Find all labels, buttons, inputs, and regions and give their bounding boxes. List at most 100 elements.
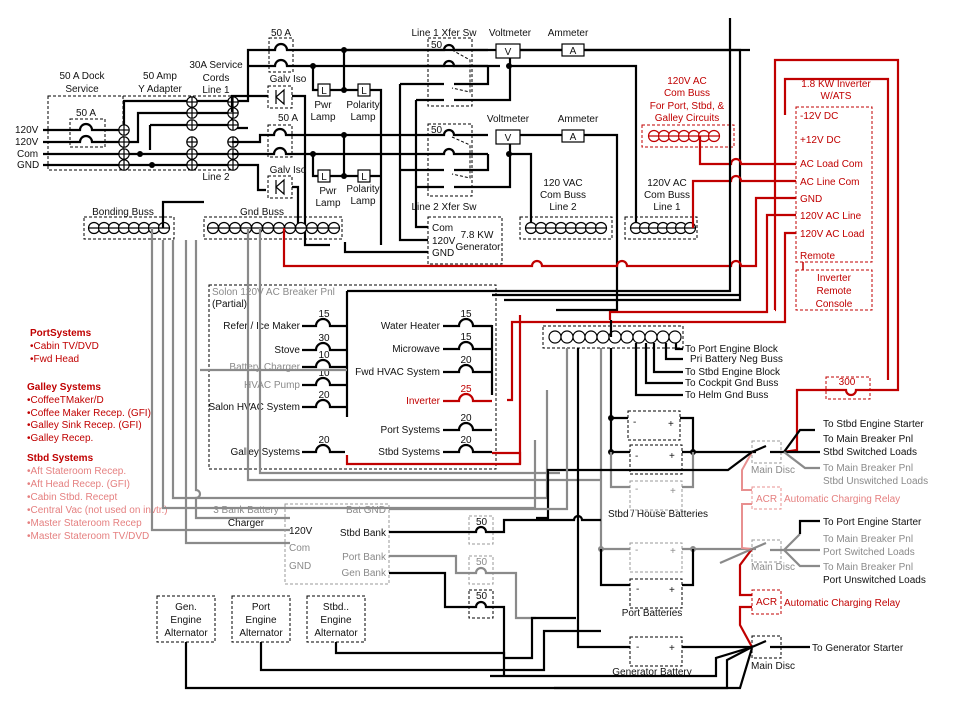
com-buss-line1 [624, 216, 698, 240]
pwr-lamp-1-label-2: Lamp [310, 112, 335, 123]
breaker-panel: Solon 120V AC Breaker Pnl (Partial) Refe… [208, 18, 740, 470]
polarity-lamp-1-label: Polarity [346, 100, 379, 111]
com-buss-inverter-label-4: Galley Circuits [655, 113, 719, 124]
neg-buss-terminal [596, 330, 610, 344]
com-buss-line1-label: 120V AC [647, 178, 686, 189]
charger-title-2: Charger [228, 518, 265, 529]
to-generator-starter: To Generator Starter [812, 643, 904, 654]
fuse-300 [825, 376, 871, 400]
port-systems-title: PortSystems [30, 328, 92, 339]
polarity-lamp-2-label: Polarity [346, 184, 379, 195]
dock-breaker-box [69, 118, 106, 148]
fuse-gen-bank [468, 589, 494, 619]
breaker-left-label: Battery Charger [229, 362, 300, 373]
com-buss-inverter [641, 124, 735, 148]
pwr-lamp-2-label: Pwr [319, 186, 337, 197]
breaker-right-label: Port Systems [381, 425, 440, 436]
alternators: Gen. Engine Alternator Port Engine Alter… [156, 595, 754, 690]
main-disc-port-label: Main Disc [751, 562, 795, 573]
battery-plus: + [670, 486, 676, 497]
breaker-50a-top-label: 50 A [271, 28, 291, 39]
fuse-gen-bank-label: 50 [476, 591, 488, 602]
ammeter-2-symbol: A [570, 132, 577, 143]
breaker-right-amps: 20 [460, 435, 472, 446]
battery-plus: + [670, 546, 676, 557]
battery-minus: - [636, 642, 639, 653]
stbd-systems-item: •Central Vac (not used on invtr.) [27, 505, 168, 516]
neg-buss-wire [644, 343, 683, 385]
acr-2-description: Automatic Charging Relay [784, 598, 900, 609]
neg-buss-terminal [644, 330, 658, 344]
neg-buss-wire [652, 343, 683, 374]
breaker-right [443, 392, 492, 403]
stbd-house-batteries-label: Stbd / House Batteries [608, 509, 708, 520]
xfer-sw-line2-rating: 50 [431, 125, 443, 136]
charger-output-bat-gnd: Bat GND [346, 505, 386, 516]
port-battery-2 [629, 578, 683, 609]
breaker-left [302, 341, 347, 352]
com-buss-line2-label-3: Line 2 [549, 202, 577, 213]
generator-label-2: Generator [455, 242, 501, 253]
generator-box [427, 216, 503, 265]
galley-systems-item: •Galley Sink Recep. (GFI) [27, 420, 142, 431]
com-buss-line1-label-3: Line 1 [653, 202, 681, 213]
stbd-systems-item: •Cabin Stbd. Recept [27, 492, 117, 503]
battery-plus: + [668, 419, 674, 430]
gnd-buss-label: Gnd Buss [240, 207, 284, 218]
neg-buss-wire [674, 343, 683, 351]
ammeter-1-label: Ammeter [548, 28, 589, 39]
neg-buss-destination: To Helm Gnd Buss [685, 390, 768, 401]
stbd-systems-item: •Aft Stateroom Recep. [27, 466, 126, 477]
breaker-right-label: Stbd Systems [378, 447, 440, 458]
neg-buss-destination: To Cockpit Gnd Buss [685, 378, 778, 389]
breaker-right [443, 340, 492, 351]
breaker-right-label: Water Heater [381, 321, 441, 332]
xfer-sw-line1-label: Line 1 Xfer Sw [411, 28, 477, 39]
stbd-systems-item: •Master Stateroom Recep [27, 518, 142, 529]
stbd-alternator-label-3: Alternator [314, 628, 358, 639]
galv-iso-1-label: Galv Iso [270, 74, 307, 85]
generator-label: 7.8 KW [461, 230, 494, 241]
port-systems-item: •Cabin TV/DVD [30, 341, 99, 352]
port-battery-1 [629, 542, 683, 573]
breaker-right-amps: 25 [460, 384, 472, 395]
acr-2-label: ACR [756, 597, 777, 608]
breaker-left-label: Galley Systems [231, 447, 300, 458]
acr-1 [751, 486, 782, 510]
charger-input-gnd: GND [289, 561, 311, 572]
main-disc-stbd-label: Main Disc [751, 465, 795, 476]
stbd-alternator-label-2: Engine [320, 615, 352, 626]
battery-charger: 3 Bank Battery Charger 120V Com GND Bat … [213, 348, 601, 676]
transfer-switches: Line 1 Xfer Sw 50 Voltmeter V Ammeter A … [343, 28, 742, 312]
charger-box [284, 503, 390, 585]
neg-buss-terminal [584, 330, 598, 344]
breaker-left [302, 376, 347, 387]
polarity-lamp-1-symbol: L [361, 86, 367, 97]
battery-minus: - [636, 584, 639, 595]
stbd-battery-3 [629, 480, 683, 511]
gen-terminal-com: Com [432, 223, 453, 234]
galley-systems-item: •Coffee Maker Recep. (GFI) [27, 408, 151, 419]
neg-buss-destination: Pri Battery Neg Buss [690, 354, 783, 365]
inverter-terminal: 120V AC Load [800, 229, 865, 240]
breaker-right [443, 317, 492, 328]
breaker-right-amps: 20 [460, 355, 472, 366]
xfer-sw-line1 [427, 37, 473, 107]
pwr-lamp-2-symbol: L [321, 172, 327, 183]
breaker-right-amps: 20 [460, 413, 472, 424]
breaker-50a-mid [267, 124, 293, 158]
port-alternator-label-3: Alternator [239, 628, 283, 639]
galley-systems-title: Galley Systems [27, 382, 101, 393]
service-cords-line1: Line 1 [202, 85, 230, 96]
inverter-terminal: +12V DC [800, 135, 841, 146]
fuse-stbd-bank-label: 50 [476, 517, 488, 528]
breaker-left-amps: 30 [318, 333, 330, 344]
battery-minus: - [635, 545, 638, 556]
neg-buss-destination: To Port Engine Block [685, 344, 779, 355]
main-disc-generator-label: Main Disc [751, 661, 795, 672]
neg-buss-wire [664, 343, 683, 361]
inverter-terminal: GND [800, 194, 822, 205]
port-switched-loads-label: To Main Breaker Pnl [823, 534, 913, 545]
systems-lists: PortSystems •Cabin TV/DVD •Fwd Head Gall… [27, 328, 168, 542]
neg-buss-terminal [632, 330, 646, 344]
